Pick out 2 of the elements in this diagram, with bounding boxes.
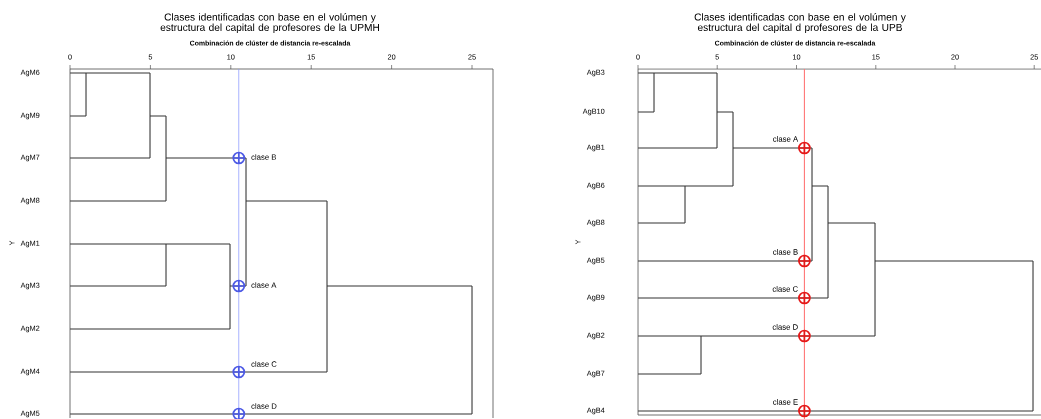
chart-title: Clases identificadas con base en el volúmen y estructura del capital de profesores de la UPMH — [160, 13, 379, 33]
chart-title: Clases identificadas con base en el volúmen y estructura del capital d profesores de la UPB — [694, 13, 906, 33]
